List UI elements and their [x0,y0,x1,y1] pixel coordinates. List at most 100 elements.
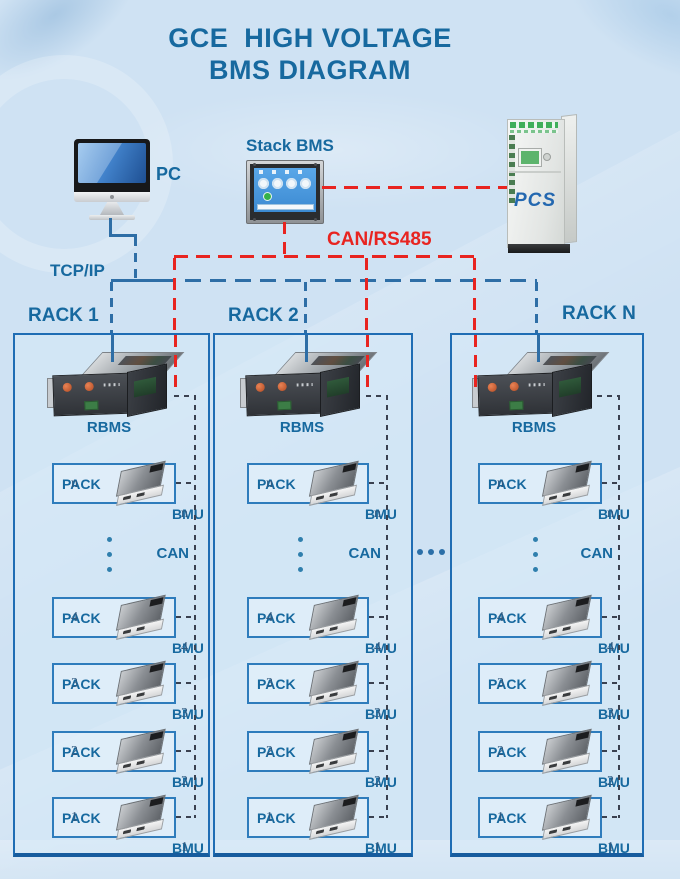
can-chain-elbow [597,395,620,397]
can-chain-line [618,395,620,818]
pcs-label: PCS [513,190,557,211]
tcpip-bus-line [160,279,537,282]
can-rs485-bus-line [174,255,476,258]
pc-elbow-line [109,234,137,237]
racks-ellipsis-icon [417,549,445,555]
bmu-device-icon [107,458,173,510]
pcs-cabinet-icon: PCS [507,114,577,256]
rack-1-label: RACK 1 [28,305,99,326]
can-drop-inner [174,335,177,395]
rbms-device-icon [47,352,185,418]
can-drop-inner [474,335,477,391]
tcpip-drop-rackN [535,282,538,333]
can-label: CAN [580,545,614,562]
pc-drop-line [109,218,112,235]
bmu-device-icon [533,592,599,644]
can-label: CAN [348,545,382,562]
rbms-label: RBMS [279,419,325,436]
can-drop-rackN [473,258,476,333]
can-drop-rack1 [173,258,176,333]
rack-2-label: RACK 2 [228,305,299,326]
page-title: GCE HIGH VOLTAGE BMS DIAGRAM [0,22,620,86]
bmu-connector-line [176,750,194,752]
bmu-connector-line [602,816,618,818]
can-label: CAN [156,545,190,562]
bmu-device-icon [300,592,366,644]
bmu-connector-line [602,616,618,618]
can-rs485-label: CAN/RS485 [327,229,432,250]
can-chain-line [194,395,196,818]
stackbms-pcs-line [322,186,507,189]
can-chain-line [386,395,388,818]
bmu-device-icon [107,592,173,644]
bmu-device-icon [300,726,366,778]
bmu-device-icon [300,458,366,510]
pc-computer-icon [74,139,150,221]
title-line-2: BMS DIAGRAM [209,55,411,85]
rbms-entry-line [537,335,540,362]
bmu-device-icon [300,792,366,844]
can-drop-inner [366,335,369,395]
bmu-device-icon [533,792,599,844]
bmu-device-icon [107,726,173,778]
bmu-device-icon [107,658,173,710]
title-line-1: GCE HIGH VOLTAGE [168,23,452,53]
rbms-label: RBMS [86,419,132,436]
bmu-connector-line [369,616,386,618]
rbms-device-icon [472,352,610,418]
tcpip-bus-stub [111,279,161,282]
pc-tcpip-line [134,237,137,281]
bmu-connector-line [602,682,618,684]
tcpip-drop-rack2 [304,282,307,333]
can-drop-rack2 [365,258,368,333]
bmu-connector-line [176,482,194,484]
packs-ellipsis-icon [533,537,538,572]
rbms-label: RBMS [511,419,557,436]
rbms-entry-line [111,335,114,362]
bmu-connector-line [176,682,194,684]
bmu-device-icon [533,458,599,510]
bmu-connector-line [176,616,194,618]
tcpip-label: TCP/IP [50,261,105,280]
bmu-connector-line [602,750,618,752]
pc-label: PC [156,164,182,184]
packs-ellipsis-icon [107,537,112,572]
bmu-connector-line [602,482,618,484]
bmu-device-icon [533,658,599,710]
packs-ellipsis-icon [298,537,303,572]
rbms-device-icon [240,352,378,418]
bmu-connector-line [176,816,194,818]
tcpip-drop-rack1 [110,282,113,333]
can-chain-elbow [366,395,388,397]
bmu-connector-line [369,816,386,818]
bmu-device-icon [533,726,599,778]
bmu-device-icon [107,792,173,844]
can-chain-elbow [174,395,196,397]
bmu-connector-line [369,750,386,752]
bmu-connector-line [369,482,386,484]
bmu-connector-line [369,682,386,684]
stack-bms-device-icon [246,160,324,224]
rack-n-label: RACK N [562,303,636,324]
rbms-entry-line [305,335,308,362]
stackbms-drop-line [283,222,286,256]
stack-bms-label: Stack BMS [246,136,334,155]
